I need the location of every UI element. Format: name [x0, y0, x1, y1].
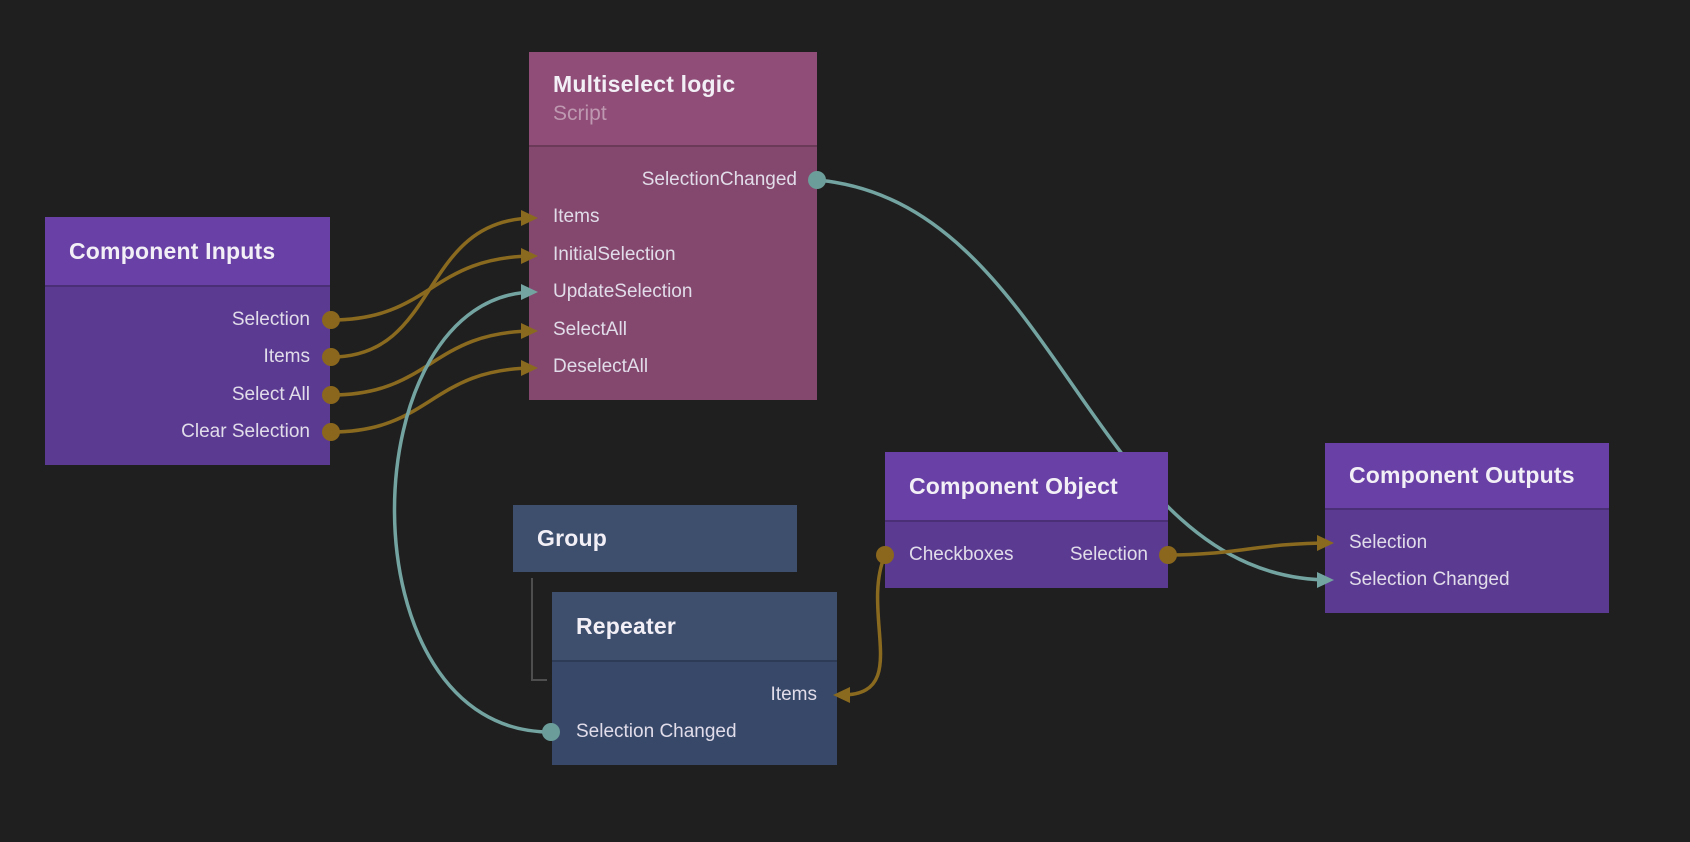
port-label: Selection Changed	[576, 721, 737, 743]
port-row-checkboxes-selection[interactable]: Checkboxes Selection	[885, 536, 1168, 574]
node-multiselect-logic[interactable]: Multiselect logic Script SelectionChange…	[529, 52, 817, 400]
port-selection-in[interactable]: Selection	[1325, 524, 1609, 562]
port-selectionchanged-out[interactable]: SelectionChanged	[529, 161, 817, 199]
connection-wire[interactable]	[392, 290, 553, 734]
port-label: Selection	[231, 308, 310, 330]
port-selectall-in[interactable]: SelectAll	[529, 311, 817, 349]
connection-wire[interactable]	[815, 178, 1333, 582]
port-arrow-target[interactable]	[521, 360, 538, 376]
port-initialselection-in[interactable]: InitialSelection	[529, 236, 817, 274]
connection-wire[interactable]	[329, 329, 537, 397]
port-dot-source[interactable]	[322, 311, 340, 329]
port-label: UpdateSelection	[553, 281, 693, 303]
node-repeater[interactable]: Repeater Items Selection Changed	[552, 592, 837, 765]
port-arrow-target[interactable]	[521, 284, 538, 300]
port-arrow-target[interactable]	[1317, 535, 1334, 551]
connection-wire[interactable]	[840, 553, 887, 697]
port-dot-source[interactable]	[808, 171, 826, 189]
node-header[interactable]: Component Inputs	[45, 217, 330, 285]
port-arrow-target[interactable]	[521, 210, 538, 226]
node-component-inputs[interactable]: Component Inputs Selection Items Select …	[45, 217, 330, 465]
port-dot-source[interactable]	[322, 423, 340, 441]
port-dot-source[interactable]	[1159, 546, 1177, 564]
port-label: Clear Selection	[181, 421, 310, 443]
node-header[interactable]: Repeater	[552, 592, 837, 660]
port-arrow-target[interactable]	[833, 687, 850, 703]
node-header[interactable]: Component Object	[885, 452, 1168, 520]
node-title: Multiselect logic	[553, 71, 736, 97]
port-selection-changed-in[interactable]: Selection Changed	[1325, 562, 1609, 600]
node-title: Component Object	[909, 472, 1118, 499]
node-body: Selection Items Select All Clear Selecti…	[45, 285, 330, 465]
node-header[interactable]: Component Outputs	[1325, 443, 1609, 508]
port-arrow-target[interactable]	[521, 248, 538, 264]
port-label: Items	[263, 346, 310, 368]
node-title: Component Outputs	[1349, 462, 1575, 488]
port-items-in[interactable]: Items	[529, 199, 817, 237]
port-dot-source[interactable]	[876, 546, 894, 564]
port-label: Selection Changed	[1349, 569, 1510, 591]
port-label: Selection	[1349, 531, 1428, 553]
port-label: InitialSelection	[553, 243, 676, 265]
port-items-in[interactable]: Items	[552, 676, 837, 714]
port-label-checkboxes: Checkboxes	[909, 543, 1014, 565]
port-label: Items	[770, 683, 817, 705]
node-component-object[interactable]: Component Object Checkboxes Selection	[885, 452, 1168, 588]
node-title: Repeater	[576, 612, 677, 639]
port-arrow-target[interactable]	[521, 323, 538, 339]
port-select-all-out[interactable]: Select All	[45, 376, 330, 414]
port-label: DeselectAll	[553, 356, 649, 378]
port-selection-changed-out[interactable]: Selection Changed	[552, 714, 837, 752]
port-label: SelectAll	[553, 318, 627, 340]
port-dot-source[interactable]	[322, 386, 340, 404]
port-label: Items	[553, 206, 600, 228]
node-header[interactable]: Multiselect logic Script	[529, 52, 817, 145]
hierarchy-line	[531, 578, 547, 681]
node-header[interactable]: Group	[513, 505, 797, 572]
port-arrow-target[interactable]	[1317, 572, 1334, 588]
port-label: Select All	[231, 383, 310, 405]
node-component-outputs[interactable]: Component Outputs Selection Selection Ch…	[1325, 443, 1609, 613]
node-body: Items Selection Changed	[552, 660, 837, 765]
port-deselectall-in[interactable]: DeselectAll	[529, 349, 817, 387]
port-label-selection: Selection	[1069, 543, 1148, 565]
node-title: Component Inputs	[69, 237, 276, 264]
node-group[interactable]: Group	[513, 505, 797, 572]
port-selection-out[interactable]: Selection	[45, 301, 330, 339]
port-updateselection-in[interactable]: UpdateSelection	[529, 274, 817, 312]
port-label: SelectionChanged	[641, 168, 797, 190]
node-title: Group	[537, 525, 607, 551]
port-dot-source[interactable]	[322, 348, 340, 366]
port-dot-source[interactable]	[542, 723, 560, 741]
node-subtitle: Script	[553, 102, 607, 125]
connection-wire[interactable]	[329, 216, 537, 359]
node-body: SelectionChanged Items InitialSelection …	[529, 145, 817, 400]
connection-wire[interactable]	[1166, 541, 1333, 557]
node-body: Checkboxes Selection	[885, 520, 1168, 588]
port-clear-selection-out[interactable]: Clear Selection	[45, 414, 330, 452]
port-items-out[interactable]: Items	[45, 339, 330, 377]
connection-wire[interactable]	[329, 366, 537, 434]
node-body: Selection Selection Changed	[1325, 508, 1609, 613]
